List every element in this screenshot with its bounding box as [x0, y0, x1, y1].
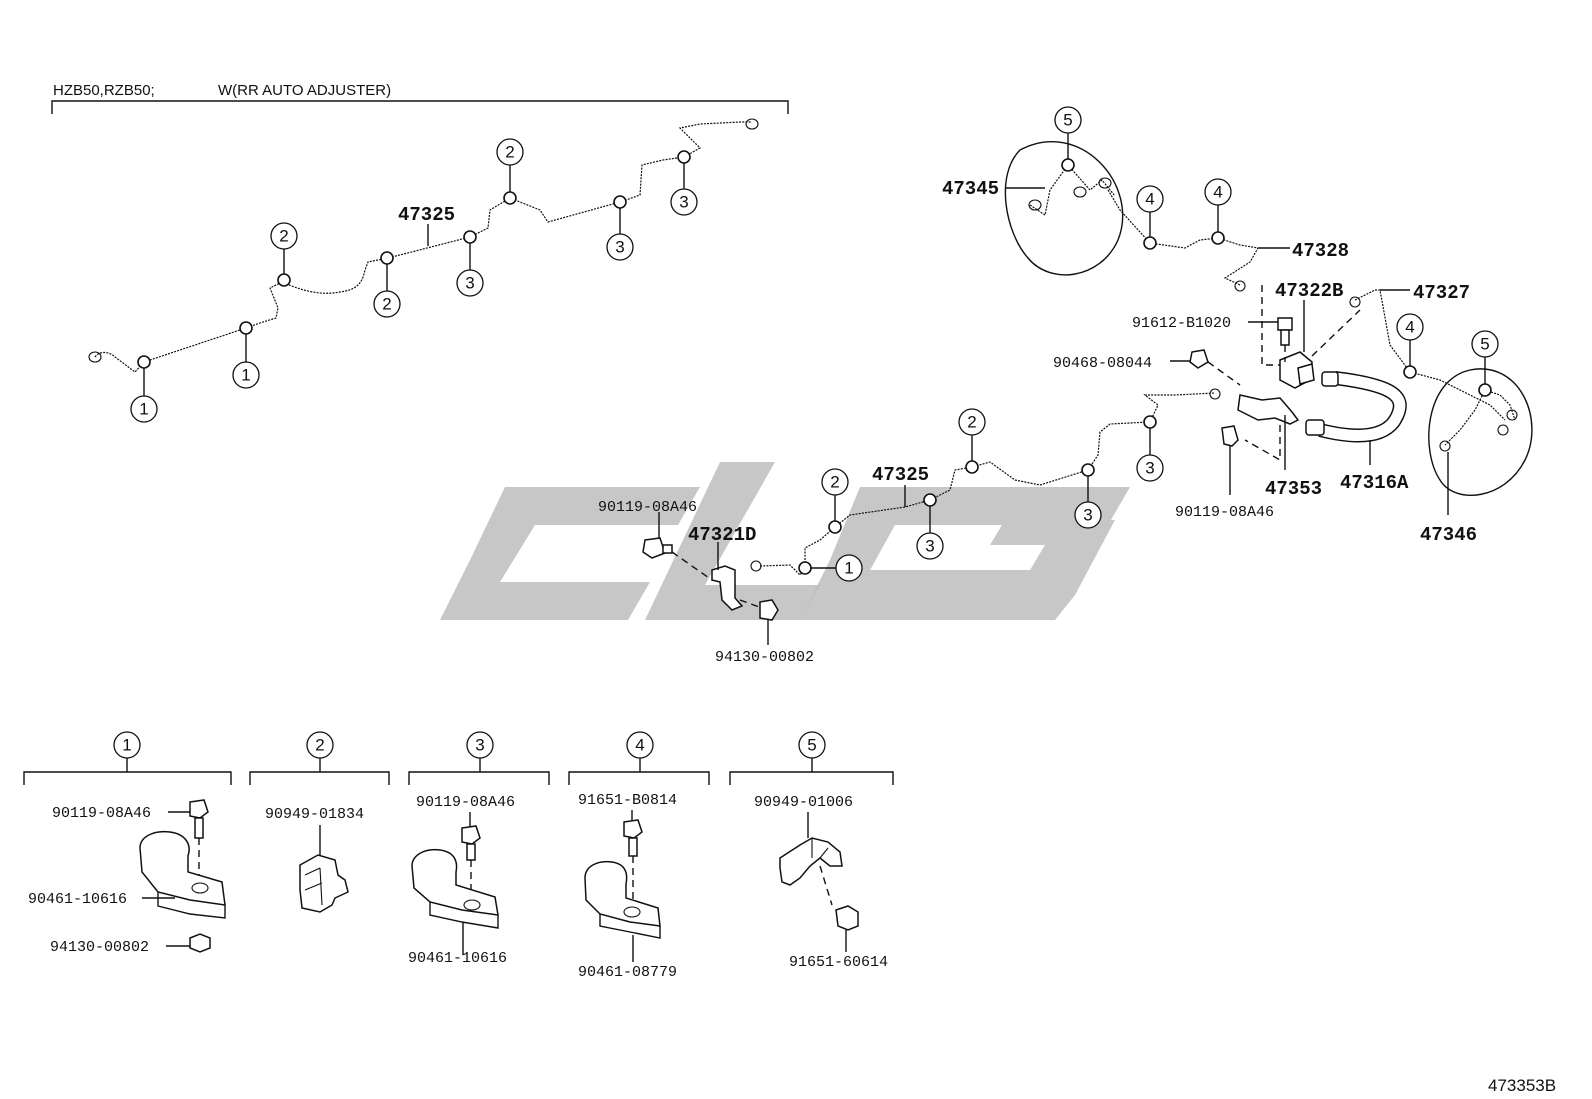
svg-text:2: 2	[382, 295, 391, 314]
svg-text:4: 4	[1405, 318, 1414, 337]
part-94130-00802-mid: 94130-00802	[715, 649, 814, 666]
part-47316A: 47316A	[1340, 472, 1409, 494]
svg-text:4: 4	[635, 736, 644, 755]
backing-plate-left	[1004, 133, 1124, 276]
part-90119-08A46-right: 90119-08A46	[1175, 504, 1274, 521]
svg-text:2: 2	[967, 413, 976, 432]
svg-text:5: 5	[1063, 111, 1072, 130]
svg-text:2: 2	[279, 227, 288, 246]
svg-text:3: 3	[679, 193, 688, 212]
bracket-47353	[1170, 349, 1300, 495]
part-47345: 47345	[942, 178, 999, 200]
part-47353: 47353	[1265, 478, 1322, 500]
svg-text:1: 1	[241, 366, 250, 385]
part-47325-lower: 47325	[872, 464, 929, 486]
svg-text:2: 2	[315, 736, 324, 755]
part-91612-B1020: 91612-B1020	[1132, 315, 1231, 332]
svg-text:1: 1	[844, 559, 853, 578]
brake-line-47327	[1349, 289, 1506, 421]
detail-5: 5 90949-01006 91651-60614	[729, 731, 894, 971]
svg-text:1: 1	[122, 736, 131, 755]
brake-line-lower	[750, 388, 1221, 576]
svg-text:2: 2	[830, 473, 839, 492]
part-47346: 47346	[1420, 524, 1477, 546]
svg-text:90949-01834: 90949-01834	[265, 806, 364, 823]
part-47321D: 47321D	[688, 524, 756, 546]
svg-text:3: 3	[475, 736, 484, 755]
part-47328: 47328	[1292, 240, 1349, 262]
svg-text:4: 4	[1213, 183, 1222, 202]
detail-1: 1 90119-08A46 90461-10616 94130-00802	[23, 731, 232, 956]
svg-text:90119-08A46: 90119-08A46	[416, 794, 515, 811]
svg-text:94130-00802: 94130-00802	[50, 939, 149, 956]
brake-line-47328	[1107, 189, 1290, 292]
model-text: HZB50,RZB50;	[53, 82, 155, 99]
detail-4: 4 91651-B0814 90461-08779	[568, 731, 710, 981]
hose-47316A	[1305, 371, 1407, 465]
svg-text:3: 3	[465, 274, 474, 293]
detail-3: 3 90119-08A46 90461-10616	[408, 731, 550, 967]
part-47325-upper: 47325	[398, 204, 455, 226]
part-90468-08044: 90468-08044	[1053, 355, 1152, 372]
svg-text:91651-B0814: 91651-B0814	[578, 792, 677, 809]
part-47322B: 47322B	[1275, 280, 1343, 302]
diagram-id: 473353B	[1488, 1076, 1556, 1095]
svg-text:2: 2	[505, 143, 514, 162]
header-bracket: HZB50,RZB50; W(RR AUTO ADJUSTER)	[51, 82, 789, 114]
svg-text:90461-10616: 90461-10616	[408, 950, 507, 967]
backing-plate-right	[1428, 357, 1533, 515]
svg-text:90461-08779: 90461-08779	[578, 964, 677, 981]
watermark-logo	[440, 462, 1130, 620]
bracket-47321D	[642, 512, 779, 645]
part-90119-08A46-mid: 90119-08A46	[598, 499, 697, 516]
svg-text:5: 5	[807, 736, 816, 755]
svg-text:4: 4	[1145, 190, 1154, 209]
svg-text:3: 3	[1145, 459, 1154, 478]
svg-text:3: 3	[615, 238, 624, 257]
callouts-upper: 1 1 2 2 3 2 3 3	[130, 138, 698, 423]
svg-text:90949-01006: 90949-01006	[754, 794, 853, 811]
svg-text:90119-08A46: 90119-08A46	[52, 805, 151, 822]
junction-47322B	[1248, 285, 1361, 389]
svg-text:1: 1	[139, 400, 148, 419]
part-47327: 47327	[1413, 282, 1470, 304]
svg-text:90461-10616: 90461-10616	[28, 891, 127, 908]
svg-text:5: 5	[1480, 335, 1489, 354]
svg-text:3: 3	[925, 537, 934, 556]
brake-line-upper	[88, 118, 759, 396]
detail-2: 2 90949-01834	[249, 731, 390, 913]
callouts-lower: 1 2 3 2 3 3	[821, 408, 1164, 582]
condition-text: W(RR AUTO ADJUSTER)	[218, 82, 391, 99]
svg-text:91651-60614: 91651-60614	[789, 954, 888, 971]
svg-text:3: 3	[1083, 506, 1092, 525]
